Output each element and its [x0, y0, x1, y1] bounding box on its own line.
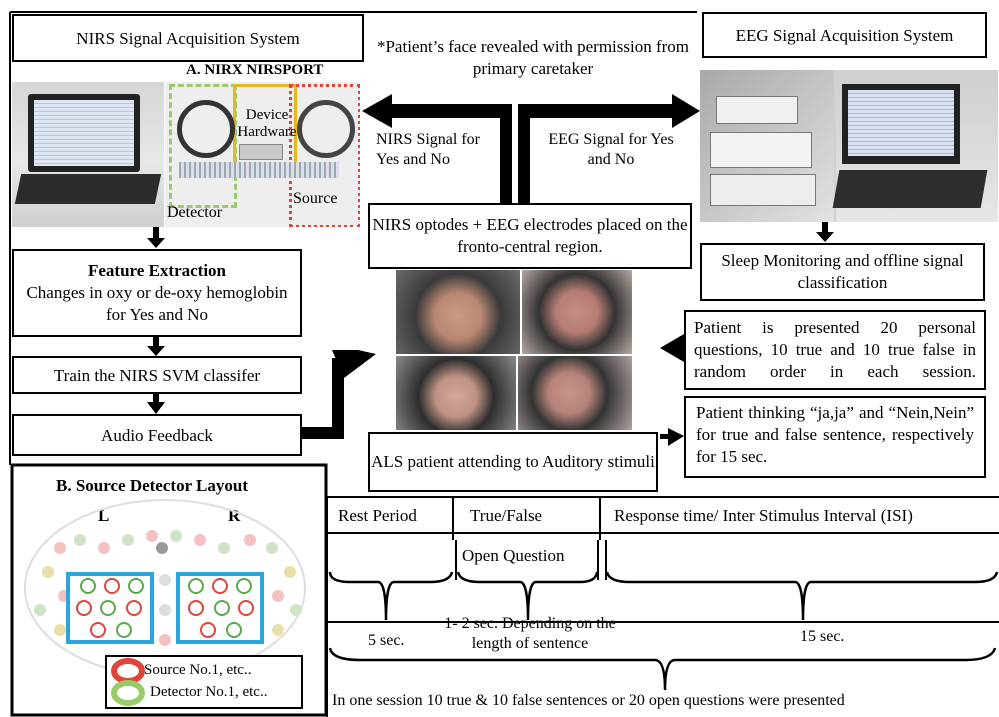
patient-photo-1 [396, 270, 520, 354]
nirx-title: A. NIRX NIRSPORT [186, 62, 324, 78]
arrow-to-thinking [660, 428, 684, 446]
als-box: ALS patient attending to Auditory stimul… [368, 432, 658, 492]
legend-source-text: Source No.1, etc.. [144, 662, 252, 678]
patient-photo-3 [396, 356, 516, 430]
sleep-monitoring-text: Sleep Monitoring and offline signal clas… [721, 251, 964, 292]
optodes-text: NIRS optodes + EEG electrodes placed on … [372, 215, 688, 256]
nirs-system-title: NIRS Signal Acquisition System [76, 28, 300, 48]
timeline-response-header: Response time/ Inter Stimulus Interval (… [614, 506, 913, 525]
arrow-train-to-audio [147, 392, 165, 414]
nirx-device-photo: Device Hardware Detector Source [165, 82, 360, 227]
depending-label: 1- 2 sec. Depending on the length of sen… [444, 615, 616, 652]
nirs-system-box: NIRS Signal Acquisition System [12, 14, 364, 62]
audio-feedback-text: Audio Feedback [101, 425, 213, 445]
timeline-rest-header: Rest Period [338, 506, 417, 525]
open-question-label: Open Question [462, 546, 565, 565]
train-svm-text: Train the NIRS SVM classifer [53, 365, 261, 385]
source-label: Source [293, 190, 338, 207]
nirs-signal-label: NIRS Signal for Yes and No [376, 131, 480, 168]
fifteen-sec-label: 15 sec. [800, 628, 845, 645]
thinking-text: Patient thinking “ja,ja” and “Nein,Nein”… [696, 403, 974, 466]
arrow-to-eeg [518, 94, 700, 204]
arrow-feature-to-train [147, 336, 165, 356]
brace-response [605, 571, 999, 621]
hemisphere-right-label: R [228, 506, 241, 525]
als-text: ALS patient attending to Auditory stimul… [371, 452, 655, 471]
hemisphere-left-label: L [98, 506, 110, 525]
optodes-box: NIRS optodes + EEG electrodes placed on … [368, 203, 692, 269]
layout-title: B. Source Detector Layout [56, 476, 249, 495]
patient-photo-2 [522, 270, 632, 354]
arrow-to-nirs [362, 94, 512, 204]
patient-note: *Patient’s face revealed with permission… [376, 37, 690, 78]
brace-session [328, 647, 997, 691]
eeg-equipment-photo [700, 70, 998, 222]
questions-text: Patient is presented 20 personal questio… [694, 318, 976, 381]
session-label: In one session 10 true & 10 false senten… [332, 692, 845, 709]
sleep-monitoring-box: Sleep Monitoring and offline signal clas… [700, 243, 985, 301]
arrow-laptop-to-feature [147, 224, 165, 248]
nirs-laptop-photo [12, 82, 164, 227]
thinking-box: Patient thinking “ja,ja” and “Nein,Nein”… [684, 396, 986, 478]
feature-title: Feature Extraction [87, 261, 226, 280]
brace-rest [328, 571, 454, 621]
train-svm-box: Train the NIRS SVM classifer [12, 356, 302, 394]
feature-text: Changes in oxy or de-oxy hemoglobin for … [26, 283, 288, 324]
timeline-truefalse-header: True/False [470, 506, 543, 525]
brace-truefalse [456, 571, 599, 621]
five-sec-label: 5 sec. [368, 632, 405, 649]
timeline-grid [326, 496, 999, 717]
arrow-audio-to-photos [300, 350, 376, 439]
questions-box: Patient is presented 20 personal questio… [684, 310, 986, 390]
audio-feedback-box: Audio Feedback [12, 414, 302, 456]
detector-label: Detector [167, 204, 223, 221]
arrow-eeg-to-sleep [816, 220, 834, 242]
legend-detector-text: Detector No.1, etc.. [150, 684, 268, 700]
layout-panel-border [10, 463, 328, 717]
eeg-signal-label: EEG Signal for Yes and No [548, 131, 674, 168]
arrow-questions-to-photos [660, 334, 684, 362]
eeg-system-title: EEG Signal Acquisition System [735, 25, 954, 45]
patient-photo-4 [518, 356, 632, 430]
device-hardware-label: Device Hardware [237, 107, 297, 140]
eeg-system-box: EEG Signal Acquisition System [702, 12, 987, 58]
feature-extraction-box: Feature Extraction Changes in oxy or de-… [12, 249, 302, 337]
